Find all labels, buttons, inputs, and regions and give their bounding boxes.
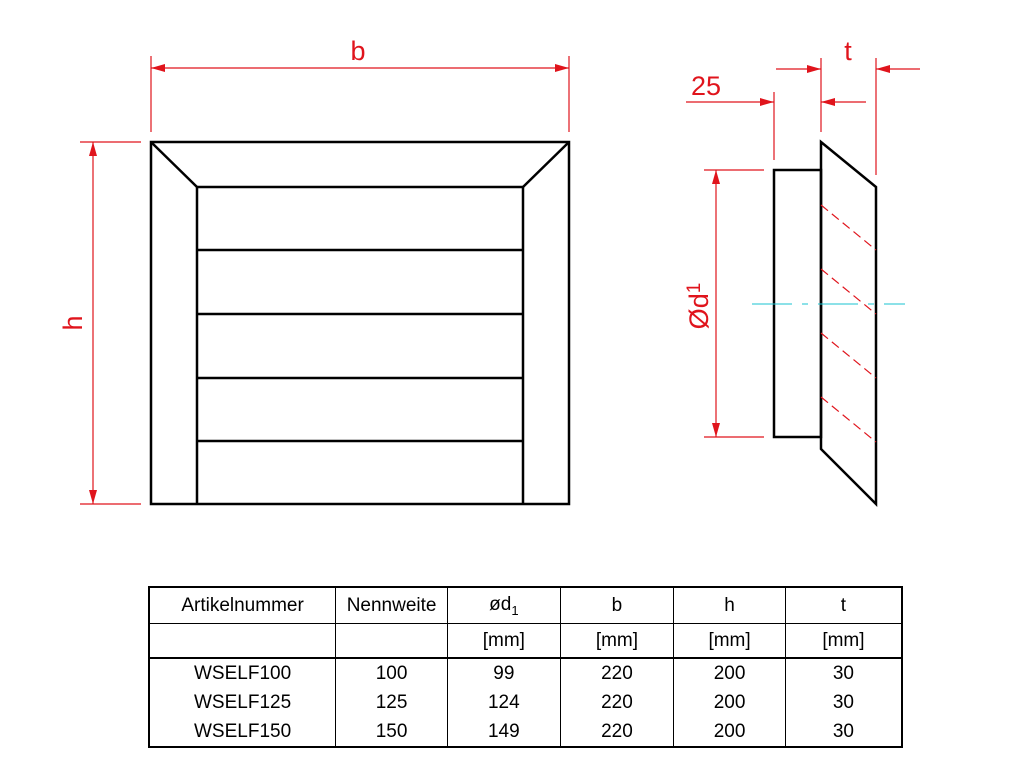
header-nennweite: Nennweite — [335, 586, 449, 624]
cell-d1: 149 — [447, 717, 561, 747]
unit-cell — [148, 623, 337, 659]
dimension-25 — [686, 58, 866, 160]
label-t: t — [844, 36, 852, 66]
cell-nennweite: 100 — [335, 658, 449, 688]
unit-cell — [335, 623, 449, 659]
dimension-t — [776, 58, 920, 175]
cell-b: 220 — [559, 688, 675, 717]
header-h: h — [673, 586, 786, 624]
cell-artikelnummer: WSELF150 — [148, 717, 337, 747]
cell-h: 200 — [673, 658, 786, 688]
side-view — [772, 139, 878, 508]
front-bevel-line — [150, 141, 198, 188]
header-b: b — [559, 586, 675, 624]
technical-drawing: b h 25 t Ød1 — [58, 36, 920, 508]
hidden-slat — [820, 396, 877, 443]
table-row: WSELF150 150 149 220 200 30 — [148, 717, 903, 747]
cell-t: 30 — [784, 658, 903, 688]
unit-cell: [mm] — [784, 623, 903, 659]
cell-artikelnummer: WSELF100 — [148, 658, 337, 688]
table-row: WSELF100 100 99 220 200 30 — [148, 658, 903, 688]
cell-h: 200 — [673, 688, 786, 717]
header-artikelnummer: Artikelnummer — [148, 586, 337, 624]
unit-cell: [mm] — [559, 623, 675, 659]
cell-t: 30 — [784, 688, 903, 717]
cell-t: 30 — [784, 717, 903, 747]
front-bevel-line — [522, 141, 570, 188]
front-view — [149, 140, 571, 506]
hidden-slat — [820, 204, 877, 251]
label-h: h — [58, 315, 88, 330]
header-d1-subscript: 1 — [511, 602, 519, 618]
label-25: 25 — [691, 71, 721, 101]
unit-cell: [mm] — [673, 623, 786, 659]
label-d1-symbol: Ød — [684, 293, 714, 329]
dimension-h — [80, 141, 141, 505]
header-d1-text: ød — [489, 593, 512, 615]
unit-cell: [mm] — [447, 623, 561, 659]
cell-d1: 124 — [447, 688, 561, 717]
hidden-slat — [820, 332, 877, 379]
header-d1: ød1 — [447, 586, 561, 624]
label-d1: Ød1 — [684, 283, 714, 330]
header-t: t — [784, 586, 903, 624]
cell-nennweite: 150 — [335, 717, 449, 747]
hidden-slat-lines — [820, 204, 877, 443]
label-b: b — [350, 36, 365, 66]
table-header-row: Artikelnummer Nennweite ød1 b h t — [148, 586, 903, 624]
dimension-d1 — [704, 169, 764, 438]
cell-h: 200 — [673, 717, 786, 747]
cell-nennweite: 125 — [335, 688, 449, 717]
label-d1-subscript: 1 — [684, 283, 705, 294]
front-outer-frame — [149, 140, 571, 506]
cell-b: 220 — [559, 658, 675, 688]
cell-b: 220 — [559, 717, 675, 747]
cell-artikelnummer: WSELF125 — [148, 688, 337, 717]
spec-table: Artikelnummer Nennweite ød1 b h t [mm] [… — [148, 586, 903, 748]
table-row: WSELF125 125 124 220 200 30 — [148, 688, 903, 717]
dimension-b — [150, 56, 570, 132]
cell-d1: 99 — [447, 658, 561, 688]
louvre-frame-section — [819, 139, 878, 508]
hidden-slat — [820, 268, 877, 315]
table-units-row: [mm] [mm] [mm] [mm] — [148, 623, 903, 659]
